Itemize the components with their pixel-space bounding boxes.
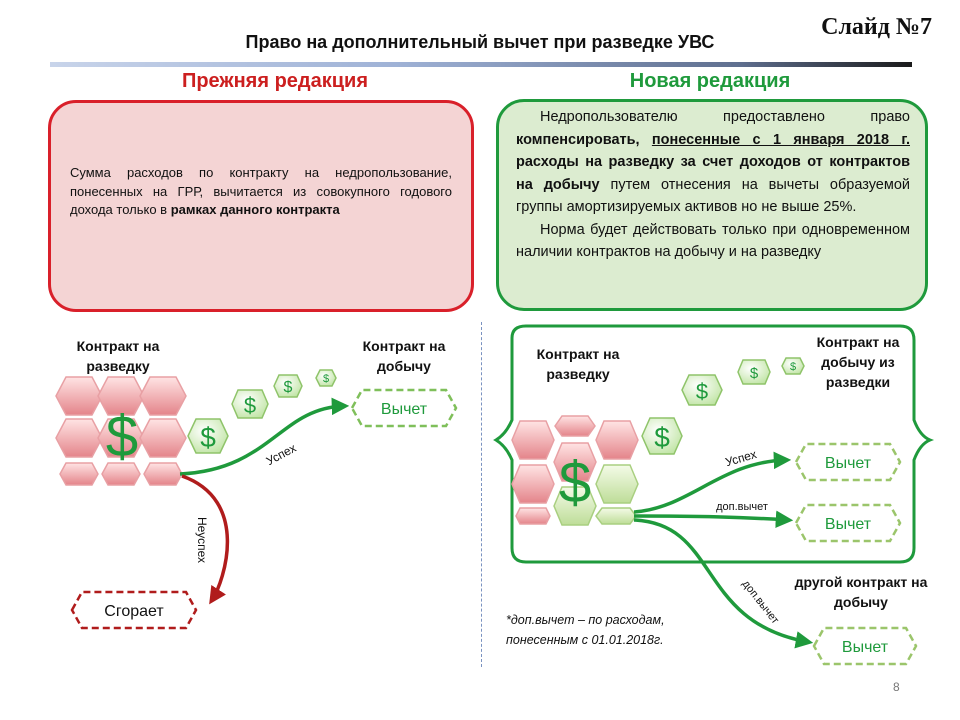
new-group-bracket xyxy=(493,324,935,564)
new-deduction-label-3: Вычет xyxy=(842,639,889,656)
new-deduction-label-1: Вычет xyxy=(825,455,872,472)
new-other-extra-deduction-label: доп.вычет xyxy=(740,578,781,626)
new-other-contract-label: другой контракт на добычу xyxy=(794,574,928,610)
old-success-arrow xyxy=(179,397,350,476)
new-production-label: Контракт на добычу из разведки xyxy=(816,334,900,390)
new-big-dollar-icon: $ xyxy=(559,450,591,515)
new-coin-icons xyxy=(641,357,805,455)
old-deduction-box xyxy=(350,388,458,428)
old-failure-arrow xyxy=(181,474,230,605)
new-edition-heading: Новая редакция xyxy=(629,70,791,92)
old-exploration-hex-cluster xyxy=(55,376,187,486)
new-p1-b: компенсировать, xyxy=(516,131,652,148)
column-divider xyxy=(481,322,482,667)
new-edition-box xyxy=(496,99,928,311)
new-edition-text: Недропользователю предоставлено право ко… xyxy=(516,106,910,264)
old-edition-box xyxy=(48,100,474,312)
new-p1-a: Недропользователю предоставлено право xyxy=(540,109,910,125)
new-coin-dollar-icon-3: $ xyxy=(750,365,759,382)
old-success-label: Успех xyxy=(264,441,299,468)
footnote: *доп.вычет – по расходам, понесенным с 0… xyxy=(506,613,665,647)
new-paragraph-1: Недропользователю предоставлено право ко… xyxy=(516,106,910,219)
old-text-bold: рамках данного контракта xyxy=(170,202,340,217)
old-failure-label: Неуспех xyxy=(195,517,209,563)
old-coin-dollar-icon-3: $ xyxy=(284,379,293,396)
old-burns-label: Сгорает xyxy=(104,603,164,620)
page-number: 8 xyxy=(893,680,900,694)
new-p1-e: путем отнесения на вычеты образуемой гру… xyxy=(516,176,911,216)
old-edition-heading: Прежняя редакция xyxy=(181,70,369,92)
title-divider xyxy=(50,62,912,67)
new-extra-deduction-arrow xyxy=(633,510,794,528)
new-other-contract-arrow xyxy=(633,518,814,649)
old-big-dollar-icon: $ xyxy=(106,404,138,469)
old-production-label: Контракт на добычу xyxy=(362,338,446,374)
new-coin-dollar-icon-4: $ xyxy=(790,361,796,373)
old-burns-box xyxy=(70,590,198,630)
new-extra-deduction-label: доп.вычет xyxy=(716,501,768,513)
new-p1-c: понесенные с 1 января 2018 г. xyxy=(651,131,910,148)
new-coin-dollar-icon-2: $ xyxy=(696,379,708,404)
old-text-plain: Сумма расходов по контракту на недрополь… xyxy=(70,165,452,217)
old-exploration-label: Контракт на разведку xyxy=(76,338,160,374)
old-edition-text: Сумма расходов по контракту на недрополь… xyxy=(70,164,452,220)
new-p1-d: расходы на разведку за счет доходов от к… xyxy=(516,154,910,193)
old-coin-icons xyxy=(187,369,337,454)
new-paragraph-2: Норма будет действовать только при однов… xyxy=(516,221,910,261)
old-deduction-label: Вычет xyxy=(381,401,428,418)
new-success-arrow xyxy=(633,451,792,514)
slide-number: Слайд №7 xyxy=(821,14,932,40)
old-coin-dollar-icon-1: $ xyxy=(200,422,216,453)
new-exploration-label: Контракт на разведку xyxy=(536,346,620,382)
new-coin-dollar-icon-1: $ xyxy=(654,422,670,453)
page-title: Право на дополнительный вычет при развед… xyxy=(245,32,715,52)
new-deduction-box-1 xyxy=(794,442,902,482)
new-deduction-label-2: Вычет xyxy=(825,516,872,533)
old-coin-dollar-icon-4: $ xyxy=(323,373,329,385)
new-deduction-box-3 xyxy=(812,626,918,666)
old-coin-dollar-icon-2: $ xyxy=(244,393,256,418)
new-deduction-box-2 xyxy=(794,503,902,543)
